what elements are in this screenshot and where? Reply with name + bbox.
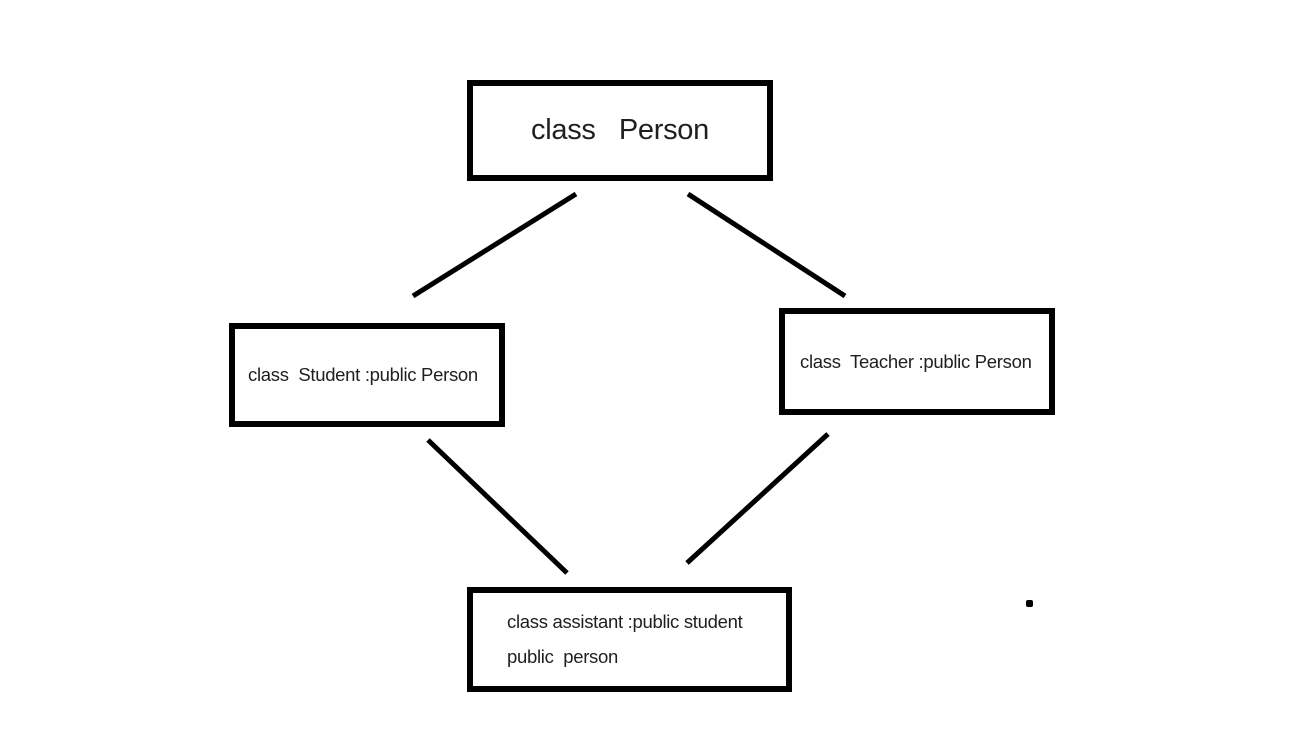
stray-dot xyxy=(1026,600,1033,607)
node-class-assistant-label-line1: class assistant :public student xyxy=(507,611,743,632)
edge-teacher-assistant xyxy=(685,432,830,565)
edge-student-assistant xyxy=(426,438,569,575)
node-class-student-label: class Student :public Person xyxy=(248,364,478,385)
node-class-person-label: class Person xyxy=(531,114,709,146)
node-class-teacher: class Teacher :public Person xyxy=(779,308,1055,415)
edge-person-student xyxy=(411,191,578,299)
node-class-teacher-label: class Teacher :public Person xyxy=(800,350,1032,372)
edge-person-teacher xyxy=(686,191,847,299)
node-class-assistant-label-line2: public person xyxy=(507,646,618,667)
node-class-student: class Student :public Person xyxy=(229,323,505,427)
node-class-person: class Person xyxy=(467,80,773,181)
node-class-assistant: class assistant :public student public p… xyxy=(467,587,792,692)
